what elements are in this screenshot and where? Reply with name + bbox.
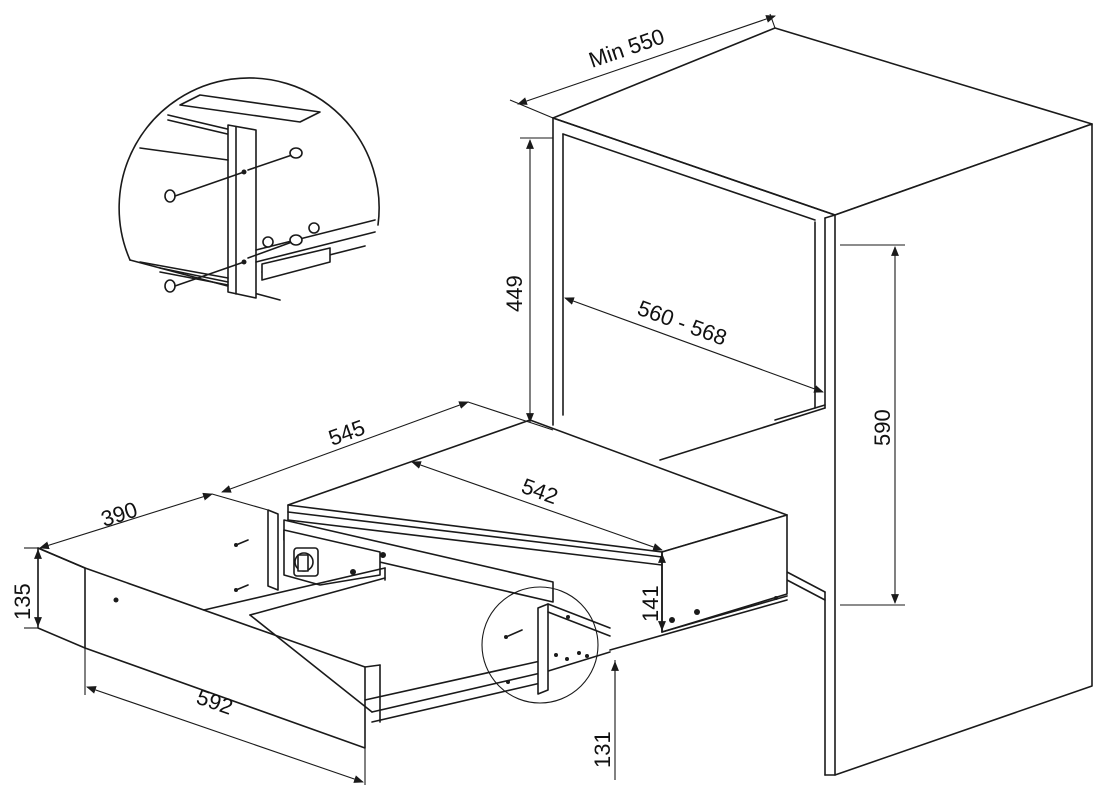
drawer-body <box>283 419 788 673</box>
dimension-lines <box>24 13 905 785</box>
detail-marker-circle <box>481 586 599 704</box>
detail-magnified <box>118 77 380 301</box>
label-449: 449 <box>502 275 527 312</box>
label-135: 135 <box>10 583 35 620</box>
detail-circle-outline <box>118 77 380 261</box>
label-560-568: 560 - 568 <box>634 295 730 350</box>
cabinet-right-side <box>834 123 1093 776</box>
label-545: 545 <box>325 415 368 451</box>
cabinet <box>552 27 1093 776</box>
label-141: 141 <box>638 585 663 622</box>
label-390: 390 <box>98 497 141 532</box>
label-590: 590 <box>870 409 895 446</box>
label-131: 131 <box>590 731 615 768</box>
label-min-550: Min 550 <box>585 24 667 73</box>
